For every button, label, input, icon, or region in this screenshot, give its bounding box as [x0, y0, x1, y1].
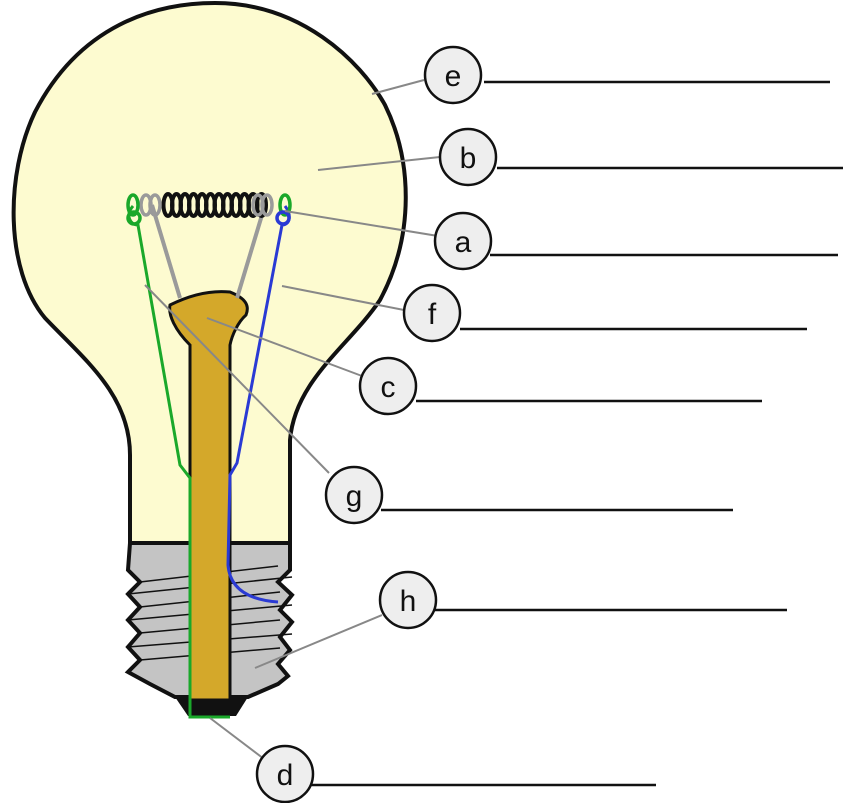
- label-b: b: [438, 127, 498, 187]
- filament-end-loop: [260, 193, 274, 217]
- answer-lines: [310, 80, 843, 787]
- label-e: e: [423, 45, 483, 105]
- label-e-text: e: [445, 60, 462, 93]
- label-f: f: [402, 283, 462, 343]
- support-wires: [150, 204, 267, 299]
- label-g: g: [324, 465, 384, 525]
- filament-loop: [255, 192, 268, 218]
- lead-hook-right: [275, 210, 291, 226]
- label-c-text: c: [381, 371, 396, 404]
- label-b-text: b: [460, 142, 477, 175]
- label-a-text: a: [455, 226, 472, 259]
- label-g-text: g: [346, 480, 363, 513]
- filament-end-loop: [148, 193, 162, 217]
- lead-hook-left: [126, 210, 142, 226]
- label-d-text: d: [277, 759, 294, 792]
- label-d: d: [255, 744, 315, 803]
- label-h: h: [378, 570, 438, 630]
- filament-coil: [161, 192, 268, 218]
- foot-contact: [175, 697, 248, 716]
- glass-bulb: [11, 0, 408, 545]
- filament-ends: [126, 193, 292, 226]
- leader-lines: [144, 79, 441, 763]
- label-c: c: [358, 356, 418, 416]
- label-h-text: h: [400, 585, 417, 618]
- filament-end-loop: [126, 193, 140, 217]
- filament-end-loop: [278, 193, 292, 217]
- label-a: a: [433, 211, 493, 271]
- label-f-text: f: [428, 298, 437, 331]
